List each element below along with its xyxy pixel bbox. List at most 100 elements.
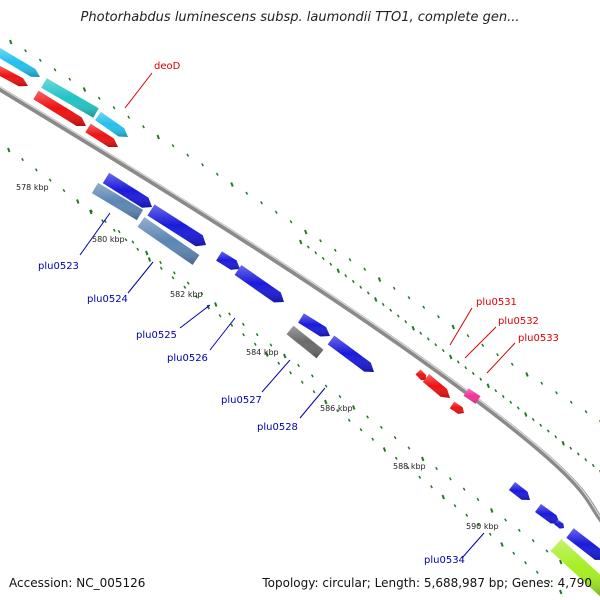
tick-mark	[101, 219, 104, 223]
tick-mark	[171, 144, 175, 148]
tick-mark	[9, 39, 13, 45]
ruler-label-590: 590 kbp	[466, 522, 499, 531]
gene-label-plu0523[interactable]: plu0523	[38, 261, 79, 272]
gene-blue-10[interactable]	[566, 528, 600, 560]
tick-mark	[300, 380, 304, 384]
tick-mark	[441, 494, 445, 500]
tick-mark	[344, 274, 348, 278]
gene-label-plu0528[interactable]: plu0528	[257, 422, 298, 433]
gene-label-plu0533[interactable]: plu0533	[518, 333, 559, 344]
gene-cyan-2[interactable]	[95, 111, 128, 137]
tick-mark	[200, 291, 204, 296]
tick-mark	[76, 199, 80, 204]
tick-mark	[136, 247, 140, 251]
gene-steel-2[interactable]	[137, 217, 200, 265]
tick-mark	[351, 279, 355, 284]
tick-mark	[524, 561, 527, 565]
tick-mark	[407, 446, 411, 450]
ruler-label-578: 578 kbp	[16, 183, 49, 192]
tick-mark	[486, 383, 490, 389]
gene-teal-1-shading	[41, 78, 99, 118]
gene-red-4[interactable]	[415, 369, 427, 381]
tick-mark	[7, 147, 11, 153]
tick-mark	[576, 452, 580, 456]
gene-label-plu0532[interactable]: plu0532	[498, 316, 539, 327]
gene-label-deoD[interactable]: deoD	[154, 61, 181, 72]
tick-mark	[201, 163, 204, 167]
tick-mark	[540, 381, 544, 385]
tick-marks	[7, 39, 600, 595]
gene-gray-1[interactable]	[286, 325, 324, 359]
gene-cyan-1-shading	[0, 48, 40, 77]
gene-cyan-2-shading	[95, 111, 128, 137]
tick-mark	[53, 68, 57, 72]
tick-mark	[539, 423, 543, 427]
tick-mark	[490, 508, 494, 513]
gene-label-plu0524[interactable]: plu0524	[87, 294, 128, 305]
gene-blue-6[interactable]	[327, 335, 374, 372]
tick-mark	[525, 372, 529, 377]
tick-mark	[127, 115, 131, 119]
gene-teal-1[interactable]	[41, 78, 99, 118]
tick-mark	[456, 360, 460, 364]
tick-mark	[411, 325, 415, 331]
gene-label-plu0531[interactable]: plu0531	[476, 297, 517, 308]
tick-mark	[509, 400, 513, 404]
gene-red-6-shading	[449, 401, 464, 414]
gene-blue-10-shading	[566, 528, 600, 560]
tick-mark	[230, 182, 234, 187]
gene-red-2-shading	[33, 90, 86, 127]
gene-cyan-1[interactable]	[0, 48, 40, 77]
gene-blue-3[interactable]	[216, 251, 240, 270]
accession-text: Accession: NC_005126	[9, 576, 146, 590]
gene-red-5[interactable]	[422, 374, 450, 398]
tick-mark	[68, 77, 72, 81]
gene-red-6[interactable]	[449, 401, 464, 414]
gene-features[interactable]	[0, 48, 600, 596]
tick-mark	[479, 377, 483, 381]
tick-mark	[171, 276, 175, 280]
gene-blue-8-shading	[535, 503, 560, 524]
gene-blue-8[interactable]	[535, 503, 560, 524]
tick-mark	[306, 245, 310, 249]
gene-lime-1[interactable]	[550, 539, 600, 596]
leader-deoD	[124, 72, 153, 109]
tick-mark	[338, 394, 342, 399]
tick-mark	[547, 580, 551, 584]
leader-plu0528	[299, 387, 326, 419]
tick-mark	[277, 361, 281, 365]
gene-red-1-shading	[0, 66, 28, 87]
gene-label-plu0526[interactable]: plu0526	[167, 353, 208, 364]
gene-blue-9[interactable]	[554, 519, 564, 529]
gene-label-plu0534[interactable]: plu0534	[424, 555, 465, 566]
tick-mark	[546, 429, 550, 433]
gene-magenta-1[interactable]	[463, 388, 481, 404]
tick-mark	[359, 428, 363, 432]
tick-mark	[348, 258, 352, 262]
gene-blue-1[interactable]	[102, 172, 152, 208]
gene-label-plu0527[interactable]: plu0527	[221, 395, 262, 406]
gene-blue-5[interactable]	[298, 313, 330, 337]
gene-blue-7[interactable]	[508, 482, 530, 500]
gene-red-5-shading	[422, 374, 450, 398]
leader-plu0525	[179, 304, 211, 329]
gene-red-3[interactable]	[85, 123, 118, 147]
gene-blue-4[interactable]	[234, 265, 284, 303]
tick-mark	[476, 497, 480, 502]
tick-mark	[289, 220, 293, 224]
gene-red-1[interactable]	[0, 66, 28, 87]
gene-blue-2[interactable]	[147, 204, 206, 247]
gene-steel-1[interactable]	[91, 182, 144, 221]
tick-mark	[559, 589, 563, 595]
tick-mark	[437, 315, 440, 319]
tick-mark	[421, 456, 425, 462]
tick-mark	[124, 238, 128, 242]
gene-label-plu0525[interactable]: plu0525	[136, 330, 177, 341]
ruler-label-588: 588 kbp	[393, 462, 426, 471]
tick-mark	[352, 405, 356, 410]
leader-plu0523	[79, 212, 111, 256]
tick-mark	[381, 302, 385, 307]
gene-red-2[interactable]	[33, 90, 86, 127]
tick-mark	[406, 466, 410, 470]
